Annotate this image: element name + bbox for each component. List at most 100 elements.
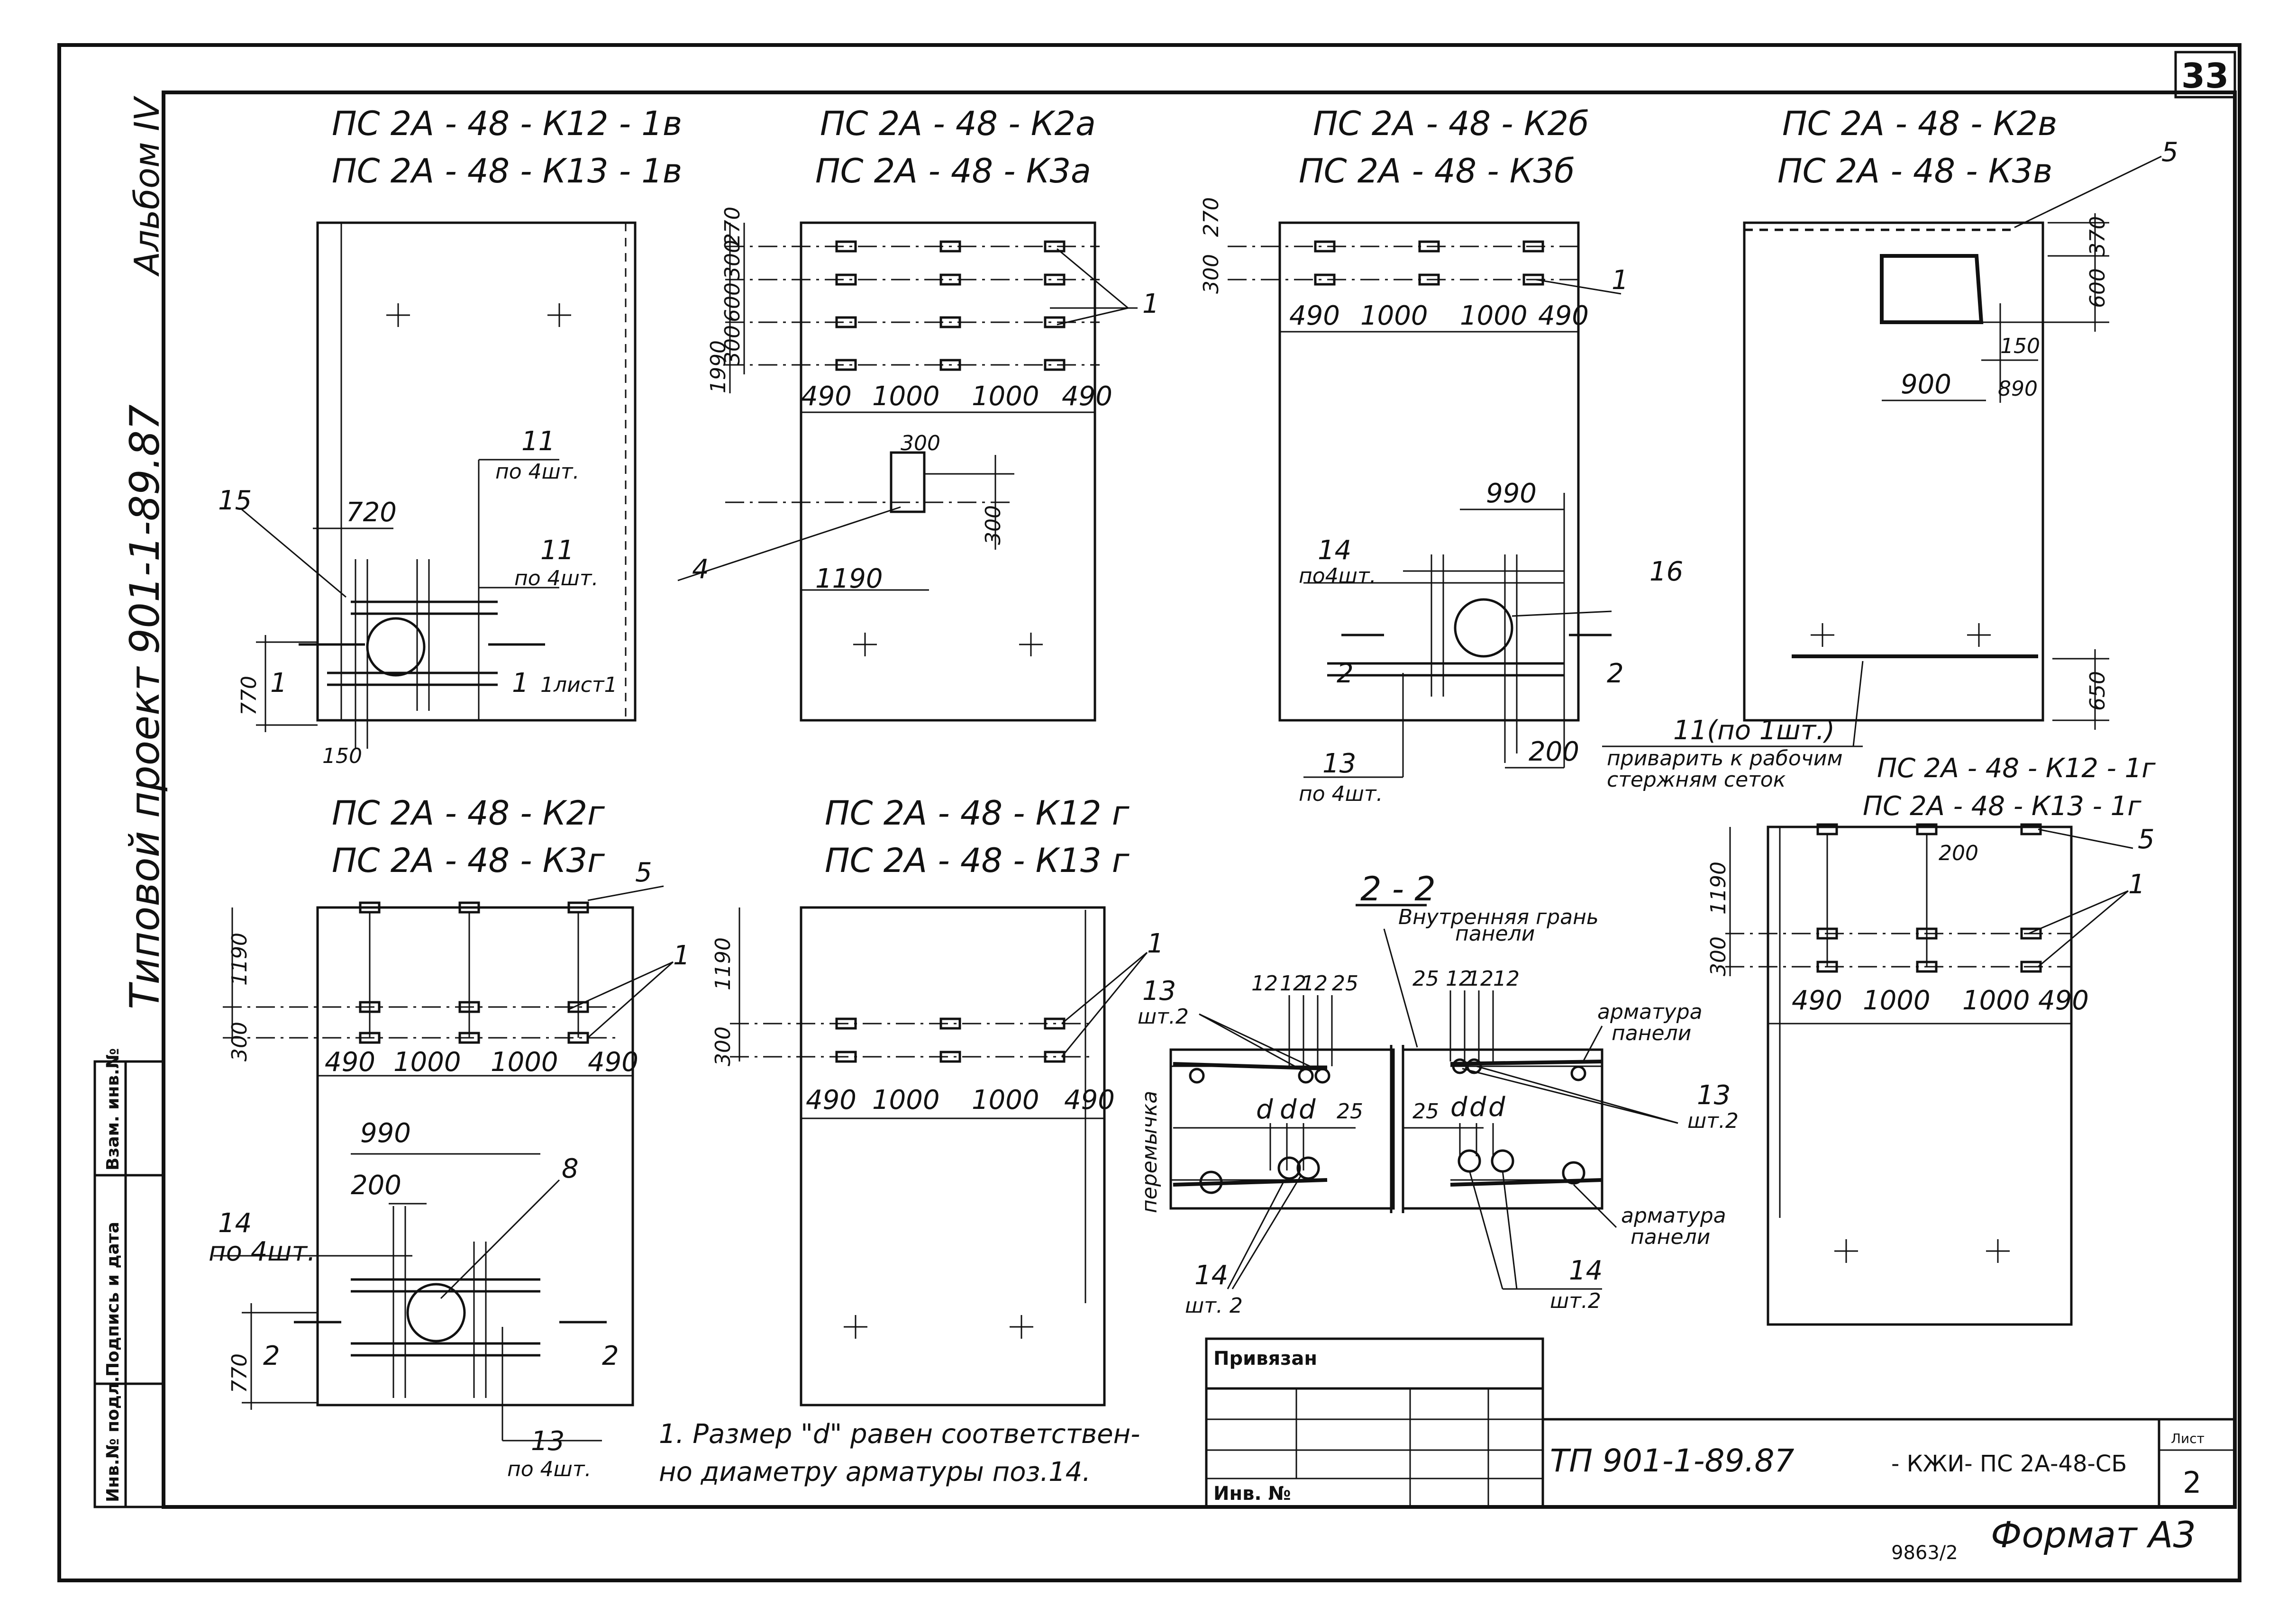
- panel-p2: ПС 2А - 48 - К2а ПС 2А - 48 - К3а 270 30…: [677, 104, 1159, 722]
- p3-col-4: 490: [1538, 300, 1589, 331]
- p1-dim-720: 720: [346, 497, 397, 528]
- section-dright-1: d: [1450, 1092, 1467, 1123]
- panel-p7: ПС 2А - 48 - К12 - 1г ПС 2А - 48 - К13 -…: [1706, 753, 2156, 1326]
- panel-p6: ПС 2А - 48 - К12 г ПС 2А - 48 - К13 г 1 …: [711, 794, 1164, 1406]
- section-13-left-qty: шт.2: [1138, 1005, 1189, 1029]
- sheet-label: Лист: [2171, 1431, 2205, 1446]
- section-dl-4: 25: [1332, 971, 1358, 996]
- note-line-1: 1. Размер "d" равен соответствен-: [659, 1419, 1140, 1450]
- section-title: 2 - 2: [1360, 870, 1436, 908]
- p3-pos-16: 16: [1649, 556, 1683, 587]
- p4-pos-5: 5: [2161, 137, 2178, 168]
- p3-dim-200: 200: [1529, 736, 1579, 767]
- p4-outline: [1743, 221, 2044, 722]
- p4-dim-650: 650: [2086, 671, 2110, 711]
- p5-pos-13: 13: [531, 1426, 565, 1457]
- p5-pos-1: 1: [673, 940, 690, 971]
- panel-p1: ПС 2А - 48 - К12 - 1в ПС 2А - 48 - К13 -…: [218, 104, 682, 768]
- p5-title-2: ПС 2А - 48 - К3г: [332, 841, 605, 880]
- p1-section-ref: 1лист1: [540, 673, 618, 697]
- outer-frame: [57, 43, 2241, 1582]
- p4-title-1: ПС 2А - 48 - К2в: [1782, 104, 2057, 143]
- p6-col-3: 1000: [972, 1085, 1039, 1116]
- p5-pos-14-qty: по 4шт.: [209, 1236, 316, 1267]
- p7-dim-1190: 1190: [1706, 862, 1731, 915]
- p6-col-4: 490: [1064, 1085, 1115, 1116]
- p5-col-3: 1000: [491, 1047, 558, 1078]
- p7-dim-300: 300: [1706, 936, 1731, 976]
- p7-col-3: 1000: [1962, 985, 2030, 1016]
- p2-title-1: ПС 2А - 48 - К2а: [820, 104, 1096, 143]
- p3-pos-13: 13: [1322, 748, 1356, 779]
- p5-col-4: 490: [588, 1047, 638, 1078]
- p3-pos-1: 1: [1612, 265, 1629, 296]
- p3-outline: [1278, 221, 1580, 722]
- p2-dim-300b: 300: [720, 325, 745, 365]
- album-label: Альбом IV: [127, 95, 167, 277]
- section-partition-label: перемычка: [1138, 1091, 1162, 1213]
- p2-outline: [800, 221, 1096, 722]
- p6-outline: [800, 906, 1106, 1406]
- p2-dim-1190: 1190: [815, 563, 883, 594]
- p2-title-2: ПС 2А - 48 - К3а: [815, 152, 1091, 191]
- p3-pos-13-qty: по 4шт.: [1299, 782, 1383, 806]
- p6-col-1: 490: [806, 1085, 856, 1116]
- section-d25-right: 25: [1412, 1099, 1439, 1124]
- section-dr-2: 12: [1446, 967, 1472, 991]
- p7-loops: [1816, 823, 2042, 973]
- p2-dim-300a: 300: [720, 240, 745, 280]
- p3-title-1: ПС 2А - 48 - К2б: [1313, 104, 1589, 143]
- p4-note-weld: приварить к рабочим: [1607, 746, 1843, 771]
- project-code: ТП 901-1-89.87: [1550, 1443, 1794, 1479]
- p3-pos-14-qty: по4шт.: [1299, 564, 1376, 588]
- p7-dim-200: 200: [1939, 841, 1978, 865]
- section-dl-2: 12: [1280, 971, 1306, 996]
- panel-p4: ПС 2А - 48 - К2в ПС 2А - 48 - К3в 5 370 …: [1602, 104, 2178, 792]
- p3-dim-270: 270: [1199, 197, 1223, 237]
- p6-dim-1190: 1190: [711, 937, 735, 990]
- p4-window-opening: [1880, 254, 1984, 324]
- p3-pos-14: 14: [1318, 535, 1351, 566]
- section-dright-3: d: [1488, 1092, 1505, 1123]
- p5-title-1: ПС 2А - 48 - К2г: [332, 794, 605, 833]
- p5-dim-990: 990: [360, 1118, 411, 1149]
- inv-original-label: Инв.№ подл.: [103, 1376, 123, 1502]
- p4-title-2: ПС 2А - 48 - К3в: [1777, 152, 2052, 191]
- section-dl-3: 12: [1301, 971, 1328, 996]
- p7-pos-1: 1: [2128, 869, 2145, 900]
- section-13-left: 13: [1142, 976, 1176, 1007]
- section-dl-1: 12: [1251, 971, 1278, 996]
- section-inner-face-2: панели: [1455, 922, 1535, 946]
- p1-opening: [366, 617, 426, 677]
- section-2-2: 2 - 2 Внутренняя грань панели 12 12 12 2…: [1138, 870, 1739, 1318]
- section-d25-left: 25: [1337, 1099, 1363, 1124]
- p3-section-2b: 2: [1607, 658, 1624, 689]
- p4-dim-370: 370: [2086, 216, 2110, 256]
- section-right-body: [1402, 1048, 1604, 1210]
- p5-col-1: 490: [325, 1047, 375, 1078]
- p3-opening: [1454, 598, 1513, 658]
- p2-dim-600: 600: [720, 282, 745, 322]
- p2-loops: [835, 240, 1066, 371]
- left-stamp-strip: [93, 1060, 165, 1508]
- p4-dim-150: 150: [2000, 334, 2040, 358]
- p5-pos-13-qty: по 4шт.: [507, 1457, 592, 1481]
- p1-dim-770: 770: [237, 676, 261, 716]
- p4-dim-600: 600: [2086, 268, 2110, 308]
- p5-outline: [316, 906, 634, 1406]
- p2-dim-1990: 1990: [706, 340, 730, 393]
- p2-col-1: 490: [801, 381, 852, 412]
- p3-col-2: 1000: [1360, 300, 1428, 331]
- p1-pos-11b: 11: [540, 535, 574, 566]
- p2-opening: [890, 451, 926, 513]
- p2-pos-4: 4: [692, 554, 709, 585]
- section-arm-2b: панели: [1631, 1225, 1710, 1249]
- p5-dim-200: 200: [351, 1170, 401, 1201]
- p7-outline: [1767, 826, 2073, 1326]
- section-dr-3: 12: [1467, 967, 1494, 991]
- project-label: Типовой проект 901-1-89.87: [121, 404, 169, 1009]
- section-left-body: [1169, 1048, 1395, 1210]
- p7-title-2: ПС 2А - 48 - К13 - 1г: [1863, 791, 2141, 822]
- section-dr-1: 25: [1412, 967, 1439, 991]
- p1-pos-11b-qty: по 4шт.: [514, 566, 599, 590]
